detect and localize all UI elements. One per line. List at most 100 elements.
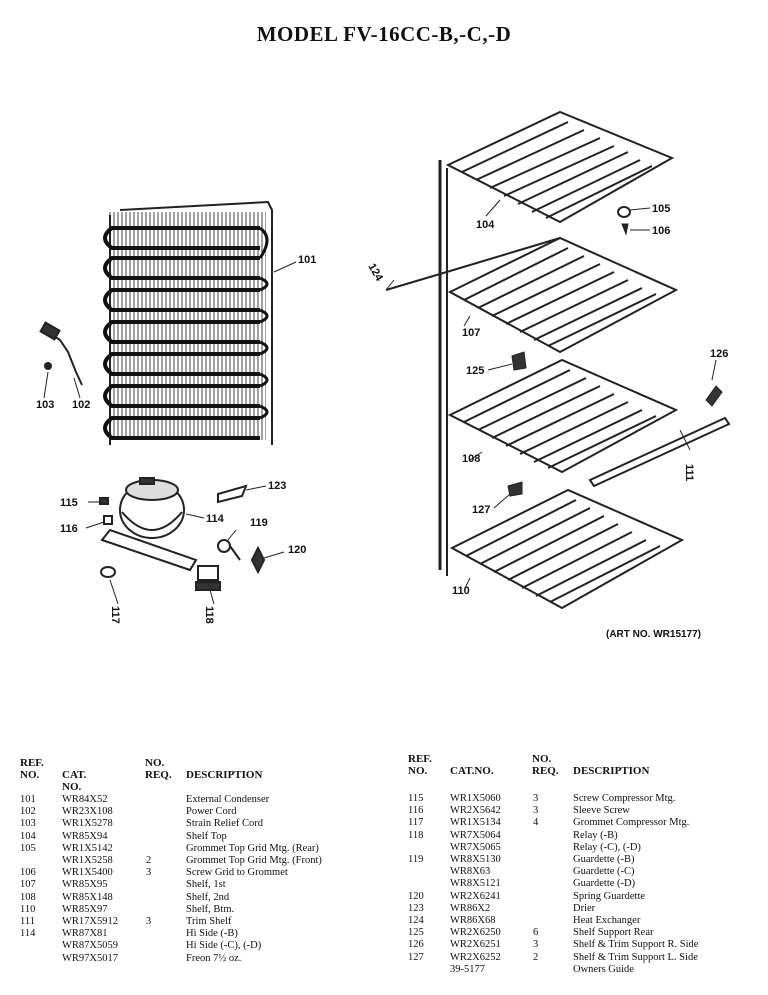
- callout-104: 104: [476, 219, 495, 231]
- callout-110: 110: [452, 585, 470, 597]
- part-desc: Shelf & Trim Support R. Side: [573, 939, 699, 951]
- part-desc: Heat Exchanger: [573, 915, 641, 926]
- part-cat: WR2X6241: [450, 890, 501, 902]
- part-ref: 120: [408, 890, 424, 902]
- callout-111: 111: [683, 464, 695, 481]
- part-ref: 116: [408, 805, 424, 817]
- part-cat: WR85X97: [62, 903, 108, 915]
- part-desc: Hi Side (-B): [186, 928, 238, 940]
- part-desc: Strain Relief Cord: [186, 818, 263, 830]
- part-req: 2: [146, 855, 152, 866]
- part-cat: WR1X5142: [62, 842, 113, 854]
- part-req: 3: [146, 867, 152, 879]
- callout-119: 119: [250, 517, 268, 529]
- part-cat: WR17X5912: [62, 916, 118, 927]
- part-desc: Hi Side (-C), (-D): [186, 940, 262, 952]
- part-cat: WR8X5121: [450, 878, 501, 890]
- part-desc: Grommet Top Grid Mtg. (Front): [186, 855, 322, 866]
- part-desc: Owners Guide: [573, 963, 634, 975]
- part-cat: WR1X5278: [62, 818, 113, 830]
- power-cord-drawing: [39, 321, 83, 386]
- part-cat: WR2X6250: [450, 927, 501, 939]
- part-ref: 117: [408, 817, 424, 829]
- part-ref: 104: [20, 830, 36, 842]
- callout-101: 101: [298, 254, 316, 266]
- part-ref: 124: [408, 915, 424, 926]
- part-cat: WR7X5065: [450, 841, 501, 853]
- callout-108: 108: [462, 453, 480, 465]
- header-no: NO.: [145, 757, 165, 769]
- header-description-right: DESCRIPTION: [573, 765, 650, 777]
- callout-127: 127: [472, 504, 490, 516]
- part-cat: WR87X81: [62, 928, 108, 940]
- part-req: 3: [146, 916, 152, 927]
- callout-102: 102: [72, 399, 90, 411]
- part-cat: WR8X63: [450, 866, 491, 878]
- part-cat: WR1X5258: [62, 855, 113, 866]
- header-description: DESCRIPTION: [186, 769, 263, 781]
- header-req: REQ.: [145, 769, 172, 781]
- part-req: 4: [533, 817, 539, 829]
- part-cat: WR1X5060: [450, 793, 501, 804]
- part-ref: 103: [20, 818, 36, 830]
- part-req: 3: [533, 793, 539, 804]
- part-desc: Shelf, 2nd: [186, 891, 230, 903]
- part-desc: Drier: [573, 902, 596, 914]
- callout-115: 115: [60, 497, 78, 509]
- part-cat: WR97X5017: [62, 952, 118, 964]
- part-ref: 114: [20, 928, 36, 940]
- part-desc: Screw Grid to Grommet: [186, 867, 288, 879]
- callout-123: 123: [268, 480, 286, 492]
- art-number: (ART NO. WR15177): [606, 629, 702, 640]
- part-ref: 101: [20, 794, 36, 805]
- header-cat-no-right: CAT.NO.: [450, 765, 494, 777]
- part-ref: 110: [20, 903, 36, 915]
- callout-125: 125: [466, 365, 484, 377]
- part-cat: WR7X5064: [450, 829, 501, 841]
- callout-107: 107: [462, 327, 480, 339]
- part-desc: Freon 7½ oz.: [186, 952, 242, 964]
- part-cat: WR1X5134: [450, 817, 501, 829]
- header-ref-right: REF.: [408, 753, 432, 765]
- part-req: 3: [533, 805, 539, 817]
- part-desc: Relay (-C), (-D): [573, 841, 641, 853]
- part-ref: 108: [20, 891, 36, 903]
- callout-114: 114: [206, 513, 225, 525]
- callout-124: 124: [365, 261, 385, 284]
- part-ref: 118: [408, 829, 424, 841]
- page-title: MODEL FV-16CC-B,-C,-D: [256, 22, 512, 46]
- part-cat: WR85X94: [62, 830, 108, 842]
- exploded-parts-diagram: 101 102 103 104 105 106 107 108 110 111 …: [36, 110, 731, 624]
- part-cat: WR85X95: [62, 879, 108, 891]
- part-ref: 111: [20, 916, 35, 927]
- part-ref: 102: [20, 806, 36, 818]
- part-req: 2: [533, 951, 539, 963]
- part-ref: 107: [20, 879, 36, 891]
- part-cat: WR8X5130: [450, 854, 501, 865]
- part-cat: WR1X5400: [62, 867, 113, 879]
- callout-120: 120: [288, 544, 306, 556]
- part-ref: 125: [408, 927, 424, 939]
- compressor-drawing: [100, 477, 198, 572]
- part-desc: Shelf Top: [186, 830, 227, 842]
- part-ref: 123: [408, 902, 424, 914]
- part-desc: Shelf Support Rear: [573, 927, 654, 939]
- callout-118: 118: [203, 606, 215, 624]
- part-cat: WR2X6252: [450, 951, 501, 963]
- part-desc: Grommet Compressor Mtg.: [573, 817, 690, 829]
- part-cat: WR2X5642: [450, 805, 501, 817]
- part-desc: Screw Compressor Mtg.: [573, 793, 676, 804]
- part-desc: Guardette (-C): [573, 866, 635, 878]
- part-ref: 115: [408, 793, 424, 804]
- evaporator-shelves-drawing: [385, 110, 731, 610]
- part-cat: WR86X2: [450, 902, 491, 914]
- part-desc: Sleeve Screw: [573, 805, 630, 817]
- part-cat: WR23X108: [62, 806, 113, 818]
- callout-106: 106: [652, 225, 670, 237]
- part-ref: 119: [408, 854, 424, 865]
- mounting-parts-drawing: [99, 484, 266, 591]
- part-cat: WR86X68: [450, 915, 496, 926]
- header-ref-no-right: NO.: [408, 765, 428, 777]
- part-cat: WR2X6251: [450, 939, 501, 951]
- header-ref-no: NO.: [20, 769, 40, 781]
